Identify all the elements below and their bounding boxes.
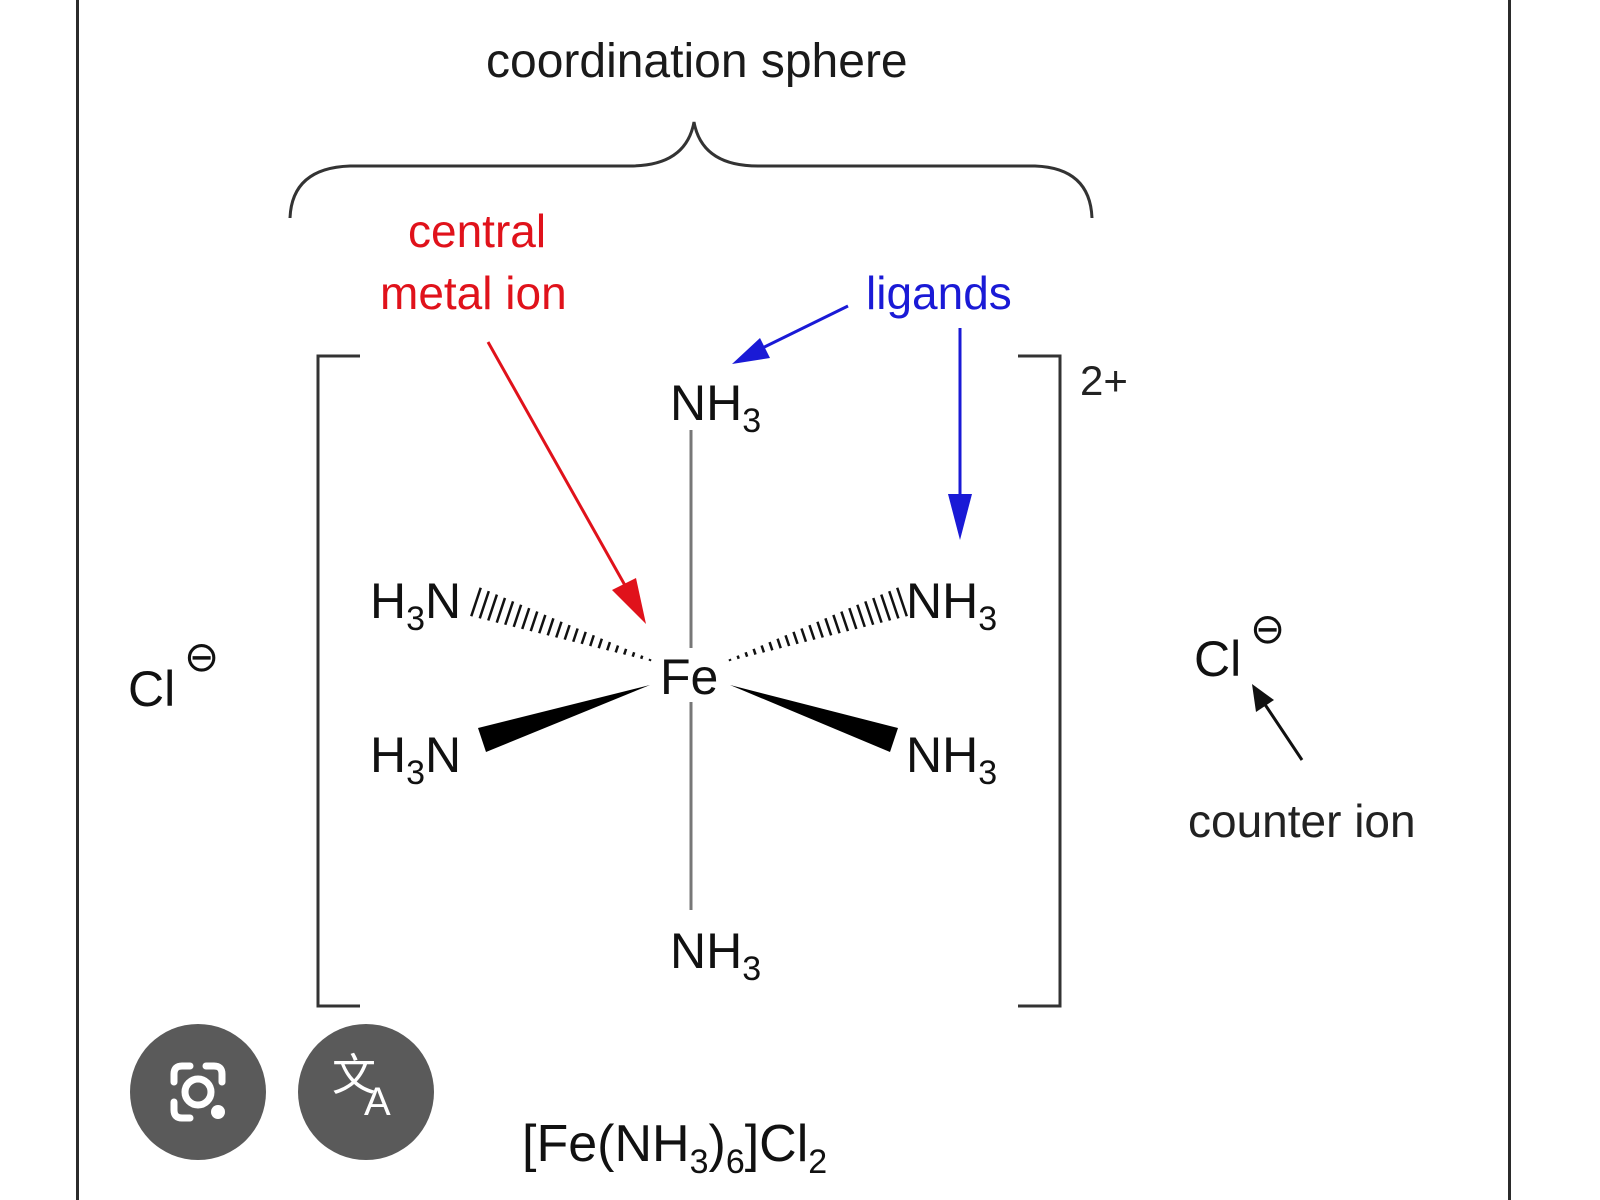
- ligand-arrowhead-top: [732, 338, 770, 364]
- ligand-bottom: NH3: [670, 923, 762, 988]
- hash-stroke: [832, 614, 841, 634]
- central-metal-ion-label-line2: metal ion: [380, 267, 567, 319]
- wedge-bond-right: [730, 685, 898, 752]
- hash-stroke: [555, 621, 563, 638]
- hash-stroke: [728, 658, 732, 662]
- central-ion-arrow: [486, 341, 642, 613]
- ligand-arrowhead-right: [948, 494, 972, 540]
- translate-button[interactable]: 文 A: [298, 1024, 434, 1160]
- translate-icon: 文: [332, 1050, 376, 1101]
- hash-stroke: [572, 628, 579, 643]
- chloride-right-charge: ⊖: [1250, 605, 1286, 652]
- hash-stroke: [792, 631, 799, 645]
- hash-stroke: [896, 587, 908, 617]
- hash-stroke: [614, 645, 620, 653]
- ligand-lower-right: NH3: [906, 727, 998, 792]
- translate-icon-letter: A: [364, 1080, 391, 1124]
- hash-stroke: [880, 594, 892, 621]
- right-frame-border: [1508, 0, 1511, 1200]
- ligand-top: NH3: [670, 375, 762, 440]
- chloride-left-charge: ⊖: [184, 633, 220, 680]
- hash-stroke: [521, 607, 531, 630]
- hash-stroke: [888, 590, 900, 619]
- hash-stroke: [478, 590, 491, 619]
- hash-stroke: [736, 655, 740, 660]
- lens-search-button[interactable]: [130, 1024, 266, 1160]
- left-frame-border: [76, 0, 79, 1200]
- hash-stroke: [597, 638, 604, 649]
- hash-stroke: [546, 617, 555, 636]
- hash-stroke: [623, 648, 628, 655]
- left-square-bracket: [316, 354, 360, 1008]
- hash-stroke: [606, 641, 612, 651]
- hash-stroke: [776, 638, 782, 649]
- counter-ion-arrowhead: [1252, 684, 1274, 712]
- coordination-sphere-brace: [288, 121, 1094, 219]
- hash-stroke: [495, 597, 507, 624]
- hash-stroke: [808, 624, 816, 641]
- charge-label: 2+: [1080, 357, 1128, 404]
- hash-stroke: [864, 600, 875, 626]
- wedge-bond-left: [478, 685, 650, 752]
- hash-stroke: [824, 617, 833, 636]
- hash-stroke: [538, 614, 547, 634]
- counter-ion-label: counter ion: [1188, 795, 1416, 847]
- hash-stroke: [760, 645, 766, 653]
- hash-stroke: [504, 600, 515, 626]
- hash-stroke: [752, 648, 757, 655]
- hash-stroke: [529, 611, 539, 632]
- right-square-bracket: [1018, 354, 1062, 1008]
- hash-stroke: [784, 634, 791, 647]
- hash-stroke: [856, 604, 866, 628]
- hash-stroke: [816, 621, 824, 638]
- ligand-lower-left: H3N: [370, 727, 462, 792]
- hash-stroke: [872, 597, 883, 624]
- hashed-bond-right: [728, 587, 908, 662]
- ligand-upper-left: H3N: [370, 573, 462, 638]
- central-metal-ion-label-line1: central: [408, 205, 547, 257]
- hash-stroke: [631, 651, 636, 658]
- ligands-label: ligands: [866, 267, 1012, 319]
- chloride-right: Cl: [1194, 631, 1242, 687]
- chloride-left: Cl: [128, 661, 176, 717]
- hashed-bond-left: [470, 587, 652, 662]
- hash-stroke: [580, 631, 587, 645]
- coordination-sphere-label: coordination sphere: [486, 35, 908, 88]
- hash-stroke: [487, 594, 499, 621]
- counter-ion-arrow: [1260, 699, 1304, 761]
- hash-stroke: [470, 587, 482, 617]
- hash-stroke: [640, 655, 644, 660]
- lens-camera-icon: [170, 1062, 226, 1122]
- hash-stroke: [800, 628, 808, 643]
- hash-stroke: [563, 624, 571, 641]
- hash-stroke: [648, 658, 652, 662]
- hash-stroke: [744, 651, 749, 658]
- hash-stroke: [512, 604, 523, 628]
- ligand-upper-right: NH3: [906, 573, 998, 638]
- hash-stroke: [589, 634, 595, 647]
- hash-stroke: [768, 641, 774, 651]
- metal-center: Fe: [658, 649, 721, 705]
- hash-stroke: [848, 607, 858, 630]
- central-ion-arrowhead: [612, 578, 646, 624]
- complex-formula: [Fe(NH3)6]Cl2: [522, 1115, 828, 1181]
- hash-stroke: [840, 611, 850, 632]
